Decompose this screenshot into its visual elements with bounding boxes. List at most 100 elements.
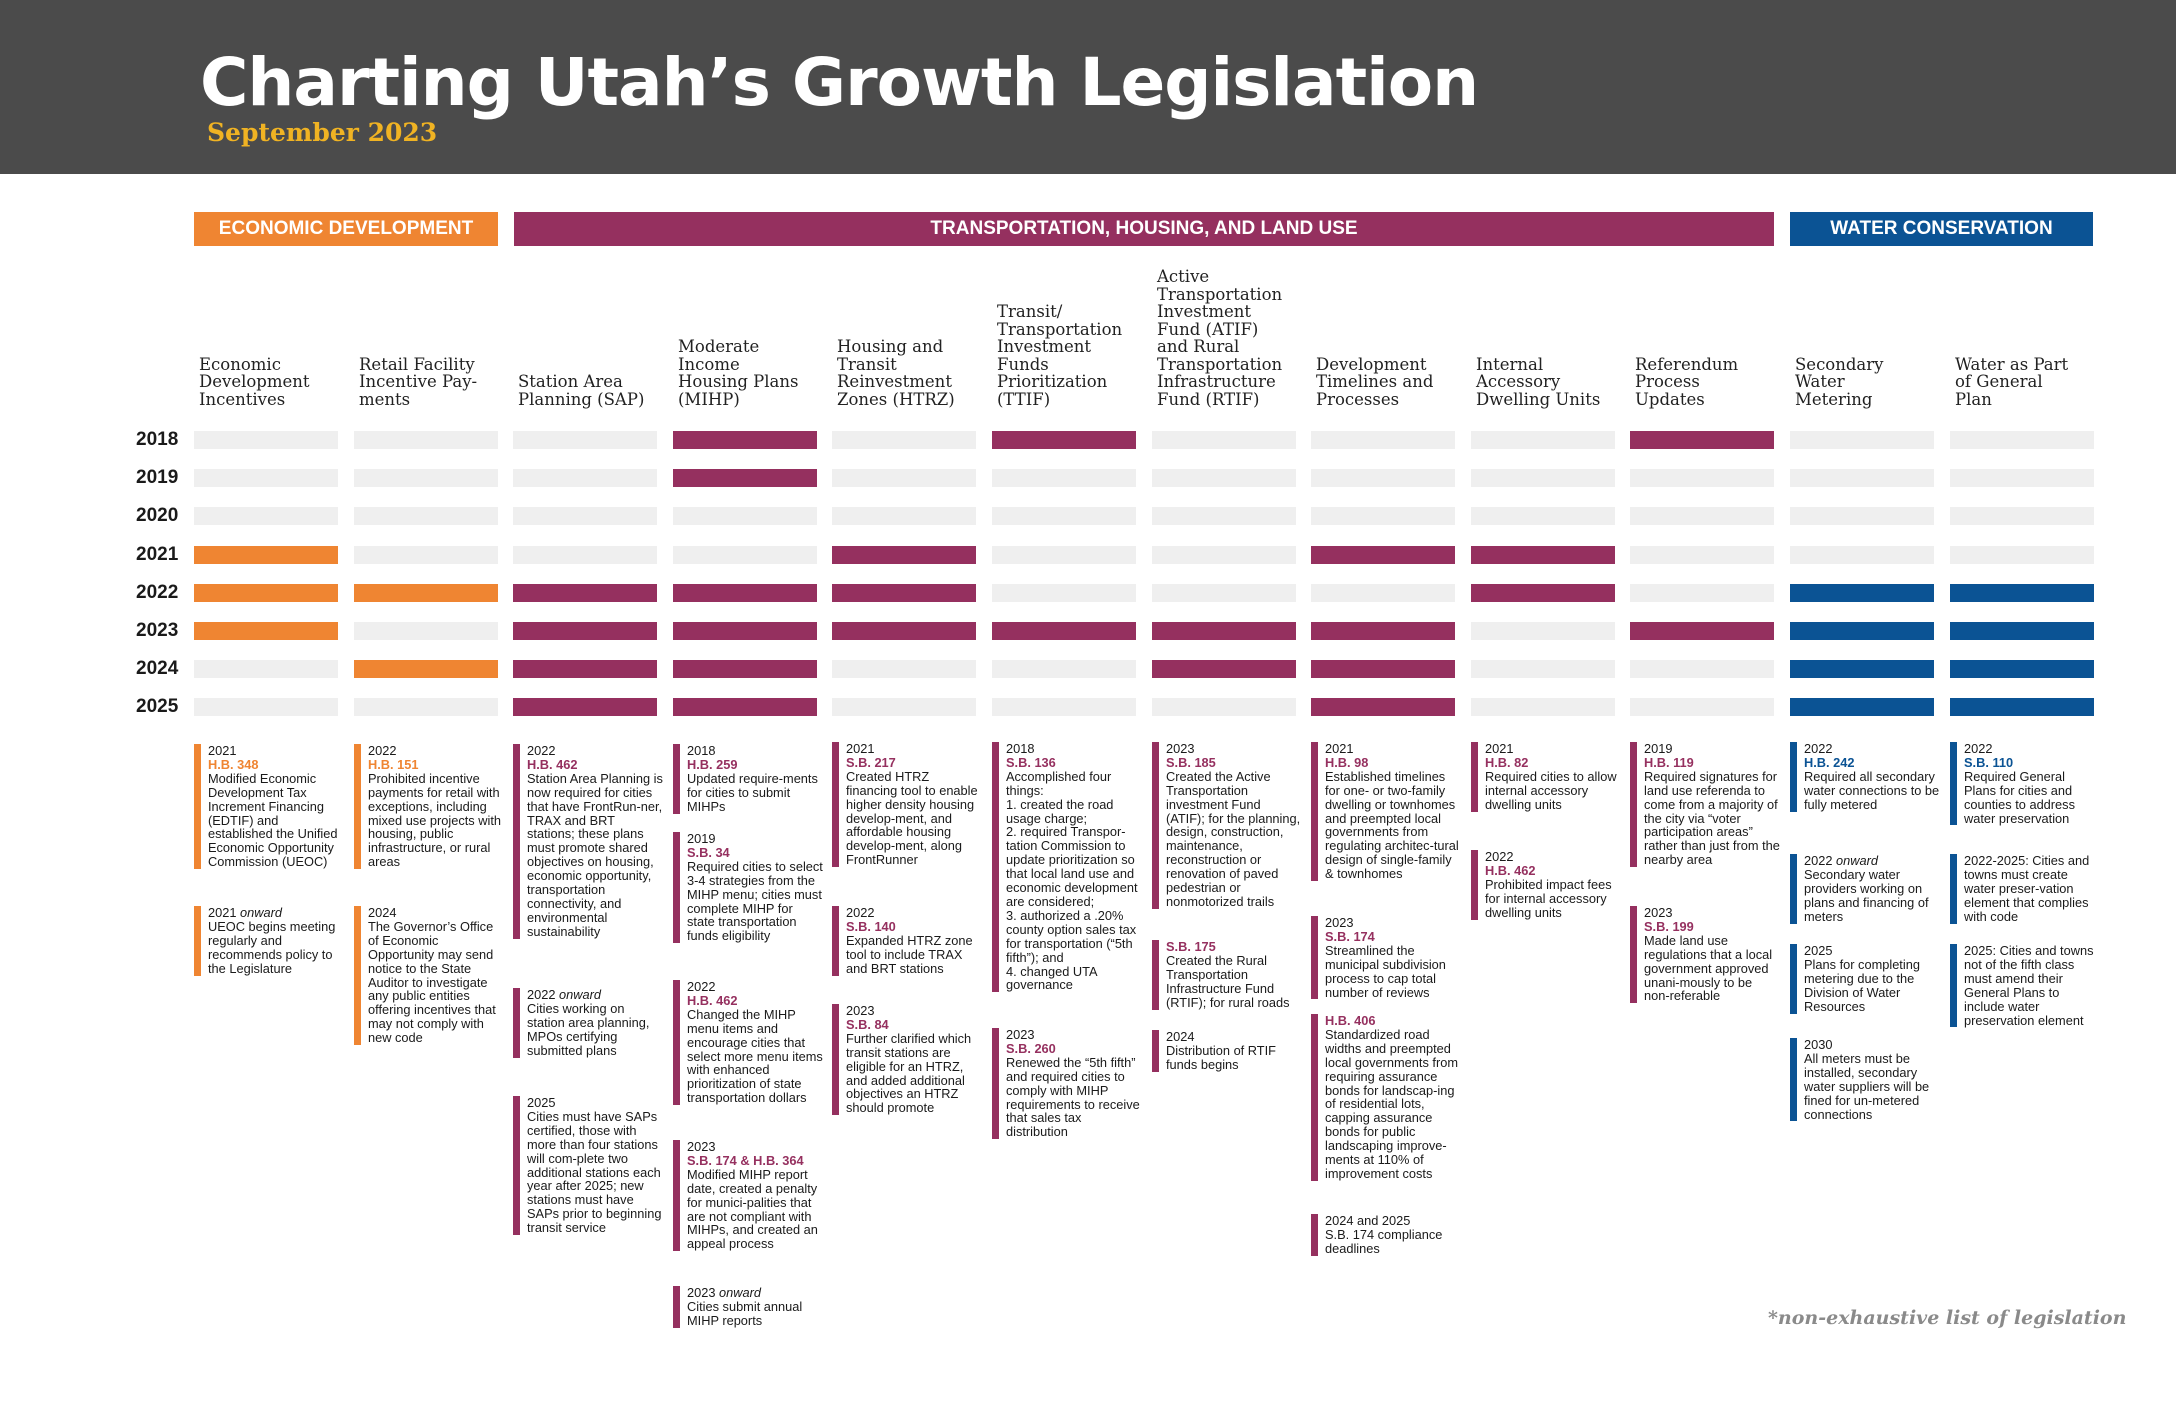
timeline-bar-2023 <box>194 622 338 640</box>
onward-label: onward <box>719 1285 762 1300</box>
column-5: Housing and Transit Reinvestment Zones (… <box>832 0 978 1408</box>
entry-year: 2021 <box>1485 741 1514 756</box>
entry-description: All meters must be installed, secondary … <box>1804 1050 1930 1122</box>
bill-number: S.B. 174 <box>1325 928 1375 944</box>
entry-description: Required all secondary water connections… <box>1804 768 1940 812</box>
timeline-cell-2021 <box>1790 546 1934 564</box>
entry-description: 2025: Cities and towns not of the fifth … <box>1964 943 2094 1028</box>
category-transportation-housing-land-use: TRANSPORTATION, HOUSING, AND LAND USE <box>514 212 1774 246</box>
entry-description: Further clarified which transit stations… <box>846 1030 972 1116</box>
entry-year: 2021 <box>846 741 875 756</box>
bill-number: H.B. 242 <box>1804 754 1855 770</box>
entry-year: 2023 <box>1325 915 1354 930</box>
bill-number: S.B. 140 <box>846 918 896 934</box>
category-water-conservation: WATER CONSERVATION <box>1790 212 2093 246</box>
timeline-cell-2020 <box>832 507 976 525</box>
timeline-cell-2020 <box>1152 507 1296 525</box>
timeline-bar-2024 <box>673 660 817 678</box>
entry-year: 2022 onward <box>527 987 602 1002</box>
legislation-entry: 2022-2025: Cities and towns must create … <box>1950 854 2100 924</box>
timeline-cell-2019 <box>513 469 657 487</box>
timeline-bar-2019 <box>673 469 817 487</box>
timeline-cell-2021 <box>673 546 817 564</box>
category-economic-development: ECONOMIC DEVELOPMENT <box>194 212 498 246</box>
timeline-bar-2023 <box>1630 622 1774 640</box>
entry-description: Renewed the “5th fifth” and required cit… <box>1006 1054 1140 1140</box>
timeline-bar-2023 <box>673 622 817 640</box>
entry-year: 2022 <box>527 743 556 758</box>
entry-description: Expanded HTRZ zone tool to include TRAX … <box>846 932 973 976</box>
entry-description: UEOC begins meeting regularly and recomm… <box>208 918 336 976</box>
bill-number: S.B. 174 & H.B. 364 <box>687 1152 804 1168</box>
entry-year: 2023 <box>1644 905 1673 920</box>
timeline-bar-2021 <box>832 546 976 564</box>
timeline-bar-2022 <box>1471 584 1615 602</box>
timeline-cell-2019 <box>992 469 1136 487</box>
timeline-cell-2020 <box>1630 507 1774 525</box>
year-label-2025: 2025 <box>136 696 179 718</box>
timeline-cell-2020 <box>992 507 1136 525</box>
entry-description: Required cities to select 3-4 strategies… <box>687 858 823 944</box>
entry-description: S.B. 174 compliance deadlines <box>1325 1226 1443 1256</box>
bill-number: S.B. 199 <box>1644 918 1694 934</box>
timeline-cell-2020 <box>1950 507 2094 525</box>
timeline-bar-2021 <box>1311 546 1455 564</box>
timeline-cell-2021 <box>354 546 498 564</box>
bill-number: H.B. 151 <box>368 756 419 772</box>
timeline-bar-2021 <box>1471 546 1615 564</box>
bill-number: S.B. 110 <box>1964 754 2014 770</box>
timeline-cell-2020 <box>673 507 817 525</box>
timeline-cell-2020 <box>194 507 338 525</box>
timeline-cell-2019 <box>1630 469 1774 487</box>
column-title: Water as Part of General Plan <box>1955 354 2069 409</box>
entry-year: 2023 <box>1006 1027 1035 1042</box>
timeline-cell-2022 <box>1311 584 1455 602</box>
timeline-cell-2025 <box>354 698 498 716</box>
timeline-bar-2018 <box>992 431 1136 449</box>
entry-year: 2023 <box>687 1139 716 1154</box>
footnote: *non-exhaustive list of legislation <box>1768 1307 2127 1329</box>
entry-year: 2022 onward <box>1804 853 1879 868</box>
timeline-cell-2021 <box>992 546 1136 564</box>
timeline-cell-2022 <box>1630 584 1774 602</box>
bill-number: H.B. 462 <box>687 992 738 1008</box>
timeline-bar-2022 <box>354 584 498 602</box>
column-title: Referendum Process Updates <box>1635 354 1739 409</box>
timeline-cell-2019 <box>832 469 976 487</box>
timeline-cell-2020 <box>1790 507 1934 525</box>
timeline-cell-2018 <box>1471 431 1615 449</box>
year-label-2020: 2020 <box>136 505 179 527</box>
timeline-cell-2025 <box>194 698 338 716</box>
entry-year: 2022 <box>368 743 397 758</box>
year-label-2018: 2018 <box>136 429 179 450</box>
entry-year: 2025 <box>527 1095 556 1110</box>
timeline-bar-2021 <box>194 546 338 564</box>
timeline-cell-2018 <box>1152 431 1296 449</box>
timeline-bar-2018 <box>1630 431 1774 449</box>
year-label-2022: 2022 <box>136 581 179 603</box>
column-title: Active Transportation Investment Fund (A… <box>1157 267 1283 409</box>
year-label-2019: 2019 <box>136 467 179 489</box>
entry-description: Created the Rural Transportation Infrast… <box>1166 952 1290 1010</box>
entry-year: 2022 <box>846 905 875 920</box>
entry-year: 2019 <box>687 831 716 846</box>
timeline-cell-2019 <box>354 469 498 487</box>
timeline-bar-2024 <box>1950 660 2094 678</box>
entry-description: Created HTRZ financing tool to enable hi… <box>846 768 978 868</box>
timeline-cell-2019 <box>1950 469 2094 487</box>
